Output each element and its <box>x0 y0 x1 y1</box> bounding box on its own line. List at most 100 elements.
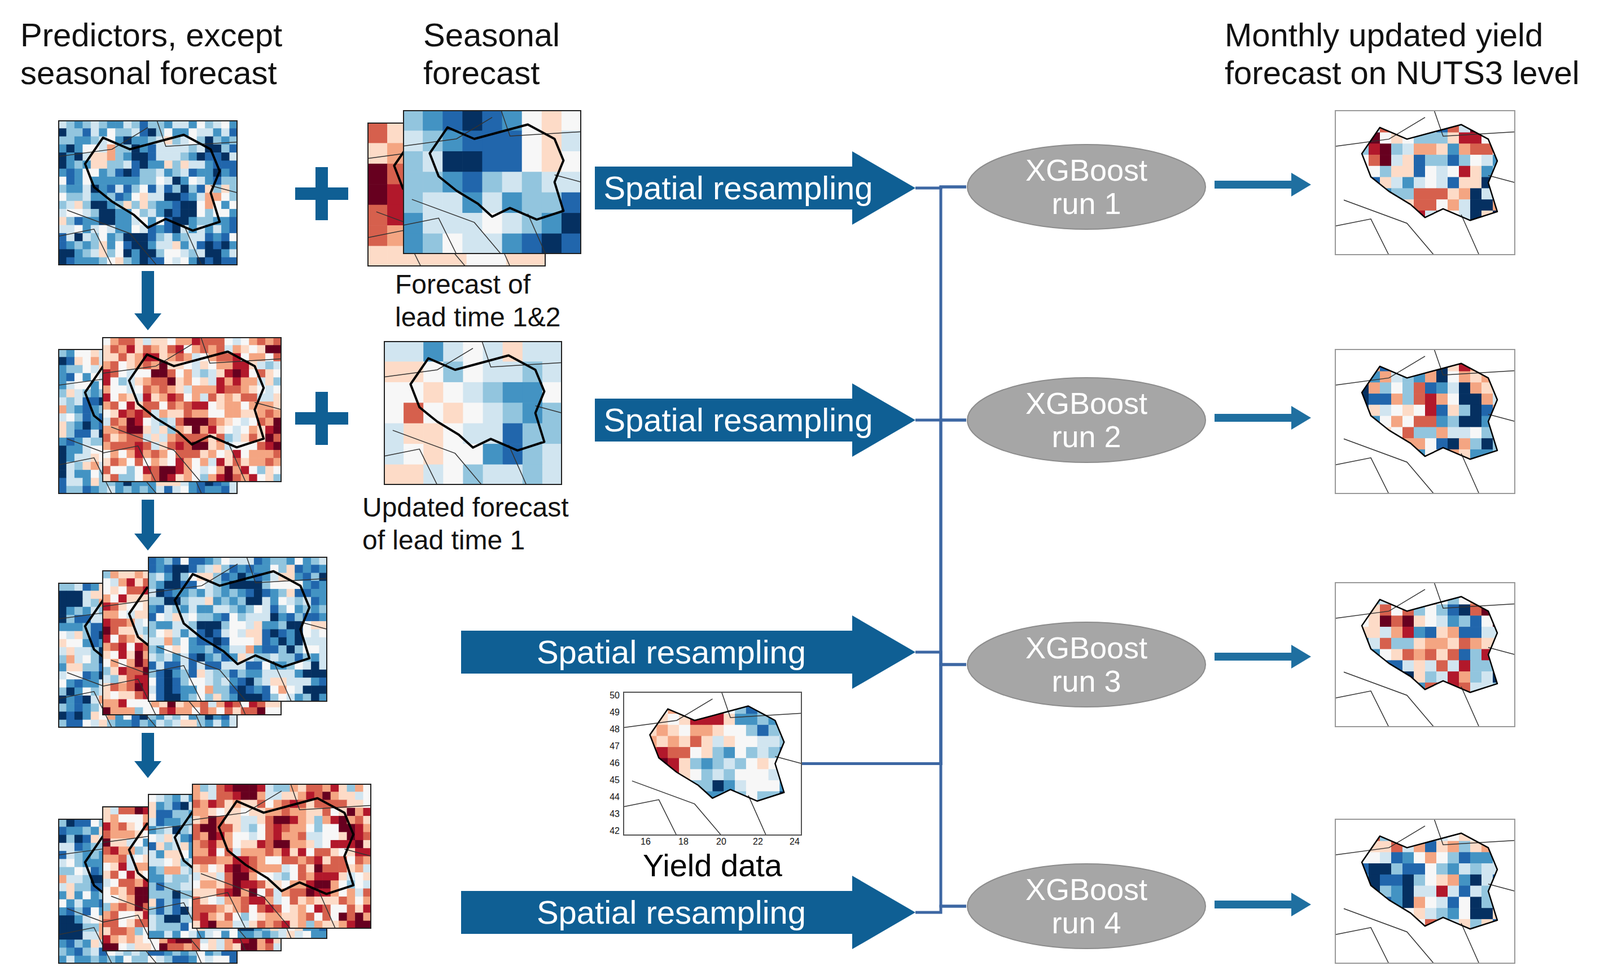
map-cell <box>134 618 144 628</box>
map-cell <box>66 136 76 146</box>
map-cell <box>82 365 91 374</box>
map-cell <box>232 393 241 402</box>
map-cell <box>172 176 181 186</box>
map-cell <box>273 425 283 435</box>
map-cell <box>107 152 116 161</box>
map-cell <box>90 160 100 169</box>
map-cell <box>221 485 230 494</box>
map-cell <box>188 233 197 242</box>
map-cell <box>151 449 160 459</box>
map-cell <box>74 638 83 648</box>
map-cell <box>74 630 83 640</box>
map-cell <box>123 257 133 266</box>
map-cell <box>156 176 165 186</box>
country-border <box>111 426 201 482</box>
map-cell <box>221 257 230 266</box>
map-cell <box>66 646 76 656</box>
map-cell <box>66 687 76 696</box>
map-cell <box>196 233 206 242</box>
map-cell <box>142 474 152 482</box>
map-cell <box>58 646 67 656</box>
map-cell <box>208 393 217 402</box>
map-cell <box>213 193 222 202</box>
map-cell <box>66 216 76 226</box>
map-cell <box>221 225 230 234</box>
map-cell <box>200 369 209 378</box>
map-cell <box>134 336 144 346</box>
map-cell <box>180 200 190 210</box>
map-cell <box>58 240 67 250</box>
map-cell <box>164 160 173 169</box>
map-cell <box>273 336 283 346</box>
map-cell <box>156 184 165 194</box>
map-cell <box>123 216 133 226</box>
map-cell <box>126 642 135 652</box>
map-cell <box>164 176 173 186</box>
map-cell <box>66 184 76 194</box>
map-cell <box>216 417 225 427</box>
map-cell <box>134 465 144 475</box>
map-cell <box>66 421 76 431</box>
country-border <box>58 229 112 266</box>
map-figure <box>58 348 239 495</box>
map-cell <box>240 344 250 354</box>
map-cell <box>90 590 100 599</box>
map-cell <box>229 144 239 153</box>
map-cell <box>110 353 120 362</box>
map-cell <box>257 457 266 467</box>
map-cell <box>216 377 225 386</box>
map-cell <box>58 348 67 358</box>
map-cell <box>240 449 250 459</box>
map-cell <box>221 208 230 218</box>
map-cell <box>196 184 206 194</box>
map-cell <box>139 193 149 202</box>
map-cell <box>213 485 222 494</box>
map-cell <box>102 344 111 354</box>
map-cell <box>74 356 83 366</box>
map-cell <box>167 409 177 419</box>
map-cell <box>82 233 91 242</box>
map-cell <box>221 176 230 186</box>
map-cell <box>191 369 201 378</box>
map-cell <box>126 690 135 700</box>
map-cell <box>167 474 177 482</box>
map-cell <box>58 485 67 494</box>
map-cell <box>82 663 91 672</box>
map-cell <box>159 377 168 386</box>
map-cell <box>131 193 140 202</box>
map-cell <box>126 650 135 660</box>
map-cell <box>102 610 111 619</box>
map-cell <box>265 353 274 362</box>
map-cell <box>115 248 124 258</box>
map-cell <box>142 393 152 402</box>
map-cell <box>180 152 190 161</box>
map-cell <box>74 405 83 414</box>
map-cell <box>58 168 67 178</box>
map-cell <box>131 160 140 169</box>
map-cell <box>172 184 181 194</box>
country-border <box>67 209 157 266</box>
map-cell <box>126 441 135 451</box>
map-cell <box>224 474 234 482</box>
map-cell <box>167 344 177 354</box>
map-cell <box>66 128 76 137</box>
map-cell <box>213 128 222 137</box>
map-cell <box>240 336 250 346</box>
map-cell <box>191 344 201 354</box>
map-cell <box>102 393 111 402</box>
map-cell <box>188 257 197 266</box>
map-cell <box>102 336 111 346</box>
map-cell <box>208 449 217 459</box>
map-cell <box>90 421 100 431</box>
map-cell <box>167 393 177 402</box>
map-cell <box>74 598 83 608</box>
map-cell <box>232 425 241 435</box>
map-cell <box>204 176 214 186</box>
map-cell <box>167 377 177 386</box>
map-cell <box>273 344 283 354</box>
map-cell <box>224 401 234 410</box>
map-cell <box>131 257 140 266</box>
map-cell <box>110 441 120 451</box>
map-cell <box>159 465 168 475</box>
map-cell <box>90 703 100 712</box>
